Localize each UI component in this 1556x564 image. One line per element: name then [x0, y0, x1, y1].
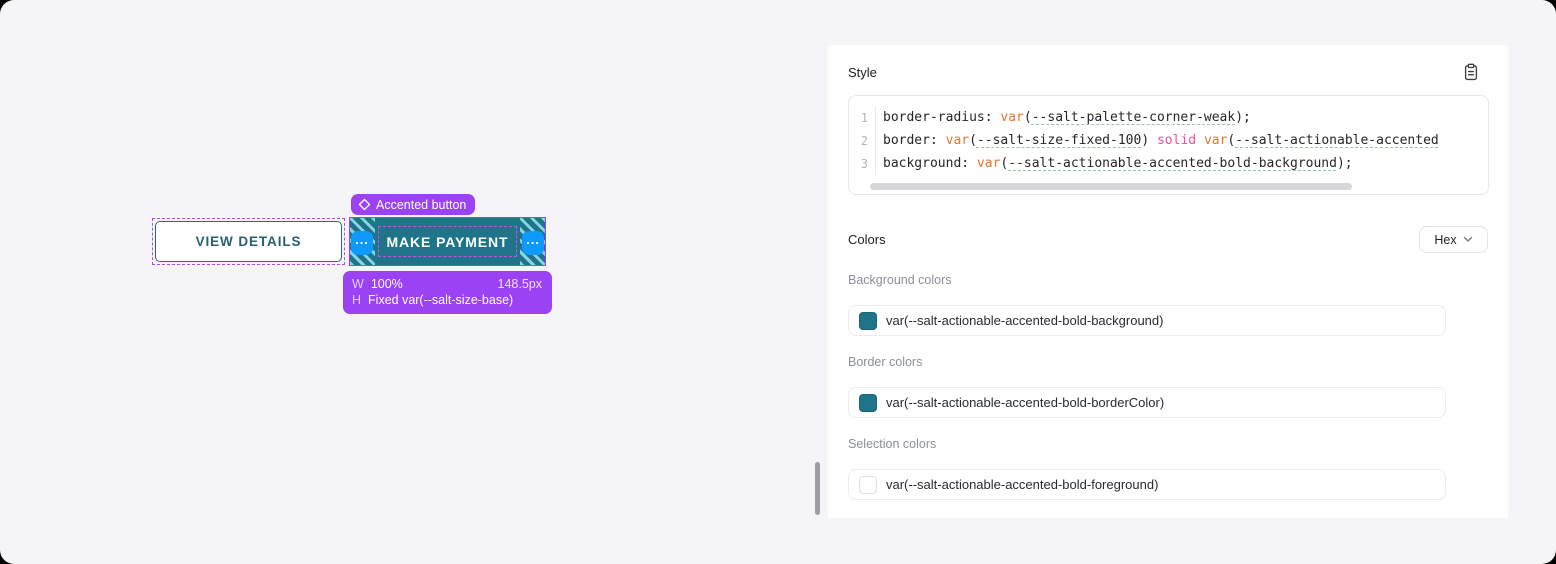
- view-details-label: VIEW DETAILS: [195, 234, 302, 249]
- color-token-row[interactable]: var(--salt-actionable-accented-bold-bord…: [848, 387, 1446, 418]
- color-group-label: Selection colors: [848, 437, 937, 451]
- width-pixels: 148.5px: [497, 277, 542, 291]
- component-label-chip: Accented button: [351, 194, 476, 215]
- width-value: 100%: [370, 277, 403, 291]
- color-swatch: [859, 475, 877, 494]
- spacing-handle-right[interactable]: ...: [522, 231, 544, 255]
- canvas-vertical-scrollbar[interactable]: [815, 462, 820, 515]
- color-token-row[interactable]: var(--salt-actionable-accented-bold-back…: [848, 305, 1446, 336]
- sibling-selection-outline: VIEW DETAILS: [152, 218, 345, 265]
- color-format-value: Hex: [1434, 232, 1457, 247]
- color-group-label: Border colors: [848, 355, 923, 369]
- component-label: Accented button: [376, 197, 467, 212]
- color-format-dropdown[interactable]: Hex: [1419, 226, 1488, 253]
- style-section-title: Style: [848, 65, 877, 80]
- spacing-handle-left[interactable]: ...: [351, 231, 373, 255]
- copy-code-button[interactable]: [1460, 61, 1482, 83]
- line-number: 1: [849, 106, 876, 129]
- code-horizontal-scrollbar[interactable]: [870, 183, 1352, 190]
- color-token-value: var(--salt-actionable-accented-bold-bord…: [886, 395, 1165, 410]
- color-group-label: Background colors: [848, 273, 952, 287]
- content-box-outline: MAKE PAYMENT: [378, 226, 517, 257]
- clipboard-icon: [1462, 63, 1480, 81]
- height-value: Fixed var(--salt-size-base): [368, 293, 514, 307]
- view-details-button[interactable]: VIEW DETAILS: [155, 221, 342, 262]
- color-swatch: [859, 393, 877, 412]
- component-diamond-icon: [358, 198, 371, 211]
- canvas-area: Accented button VIEW DETAILS MAKE PAYMEN…: [152, 194, 820, 515]
- make-payment-label: MAKE PAYMENT: [386, 233, 509, 250]
- chevron-down-icon: [1463, 236, 1473, 243]
- colors-section-title: Colors: [848, 232, 886, 247]
- height-row: H Fixed var(--salt-size-base): [352, 292, 542, 308]
- line-number: 3: [849, 152, 876, 175]
- color-token-value: var(--salt-actionable-accented-bold-back…: [886, 313, 1164, 328]
- height-label: H: [352, 293, 362, 307]
- color-token-row[interactable]: var(--salt-actionable-accented-bold-fore…: [848, 469, 1446, 500]
- color-swatch: [859, 311, 877, 330]
- dimensions-tooltip: W 100% 148.5px H Fixed var(--salt-size-bas…: [343, 271, 552, 314]
- color-token-value: var(--salt-actionable-accented-bold-fore…: [886, 477, 1159, 492]
- make-payment-button[interactable]: MAKE PAYMENT ... ...: [349, 217, 546, 266]
- width-row: W 100% 148.5px: [352, 276, 542, 292]
- line-number: 2: [849, 129, 876, 152]
- width-label: W: [352, 277, 364, 291]
